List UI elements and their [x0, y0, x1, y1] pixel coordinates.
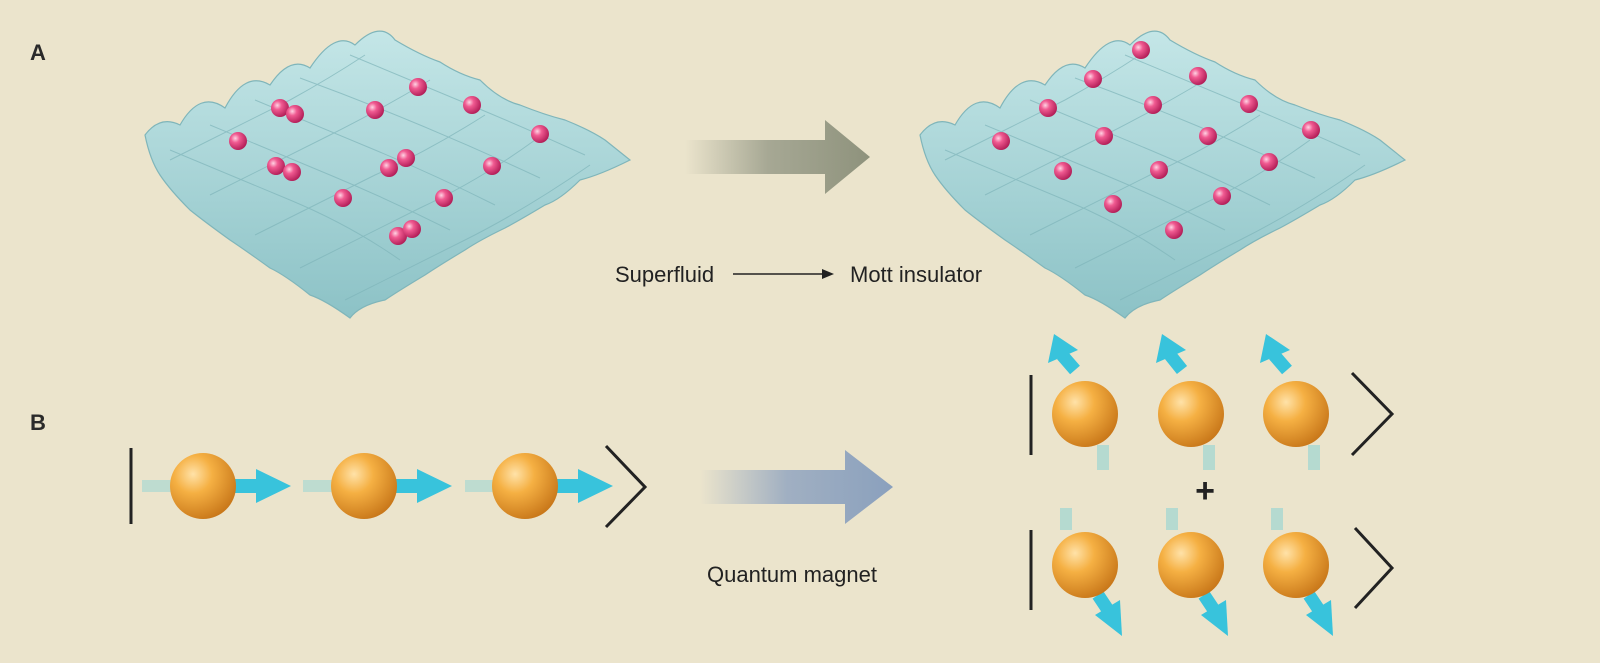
atom: [1144, 96, 1162, 114]
atom: [397, 149, 415, 167]
atom: [1084, 70, 1102, 88]
panel-label-b: B: [30, 410, 46, 435]
atom: [1240, 95, 1258, 113]
atom: [409, 78, 427, 96]
atom: [267, 157, 285, 175]
spin-up: [1260, 334, 1329, 470]
spin-right: [303, 453, 452, 519]
atom: [1260, 153, 1278, 171]
quantum-magnet-label: Quantum magnet: [707, 562, 877, 587]
plus-sign: +: [1195, 472, 1215, 510]
atom: [531, 125, 549, 143]
atom: [1213, 187, 1231, 205]
atom: [403, 220, 421, 238]
atom: [286, 105, 304, 123]
atom: [283, 163, 301, 181]
spin-down: [1263, 508, 1333, 636]
atom: [334, 189, 352, 207]
spin-sphere: [1052, 381, 1118, 447]
spin-down: [1158, 508, 1228, 636]
atom: [229, 132, 247, 150]
ket-angle: [604, 444, 648, 529]
spin-up: [1156, 334, 1224, 470]
spin-sphere: [1263, 381, 1329, 447]
atom: [1165, 221, 1183, 239]
spin-sphere: [492, 453, 558, 519]
atom: [1104, 195, 1122, 213]
atom: [1039, 99, 1057, 117]
atom: [380, 159, 398, 177]
panel-label-a: A: [30, 40, 46, 65]
transition-arrow-a: [685, 120, 870, 194]
atom: [271, 99, 289, 117]
atom: [463, 96, 481, 114]
atoms-superfluid: [229, 78, 549, 245]
atom: [1095, 127, 1113, 145]
spin-right: [465, 453, 613, 519]
mott-insulator-label: Mott insulator: [850, 262, 983, 287]
spin-up: [1048, 334, 1118, 470]
superfluid-label: Superfluid: [615, 262, 715, 287]
atoms-mott-insulator: [992, 41, 1320, 239]
atom: [389, 227, 407, 245]
spin-sphere: [1158, 381, 1224, 447]
atom: [1054, 162, 1072, 180]
spin-right: [142, 453, 291, 519]
spin-sphere: [1052, 532, 1118, 598]
transition-arrow-b: [700, 450, 893, 524]
atom: [1132, 41, 1150, 59]
atom: [366, 101, 384, 119]
ket-angle: [1353, 526, 1395, 610]
ket-bottom-right: [1029, 508, 1395, 636]
atom: [992, 132, 1010, 150]
caption-arrow-a: [733, 269, 834, 279]
spin-sphere: [1263, 532, 1329, 598]
ket-top-right: [1029, 334, 1395, 470]
atom: [1302, 121, 1320, 139]
spin-sphere: [170, 453, 236, 519]
spin-down: [1052, 508, 1122, 636]
spin-sphere: [1158, 532, 1224, 598]
ket-angle: [1350, 371, 1395, 457]
atom: [435, 189, 453, 207]
ket-left: [129, 444, 648, 529]
atom: [1189, 67, 1207, 85]
spin-sphere: [331, 453, 397, 519]
atom: [483, 157, 501, 175]
atom: [1150, 161, 1168, 179]
atom: [1199, 127, 1217, 145]
